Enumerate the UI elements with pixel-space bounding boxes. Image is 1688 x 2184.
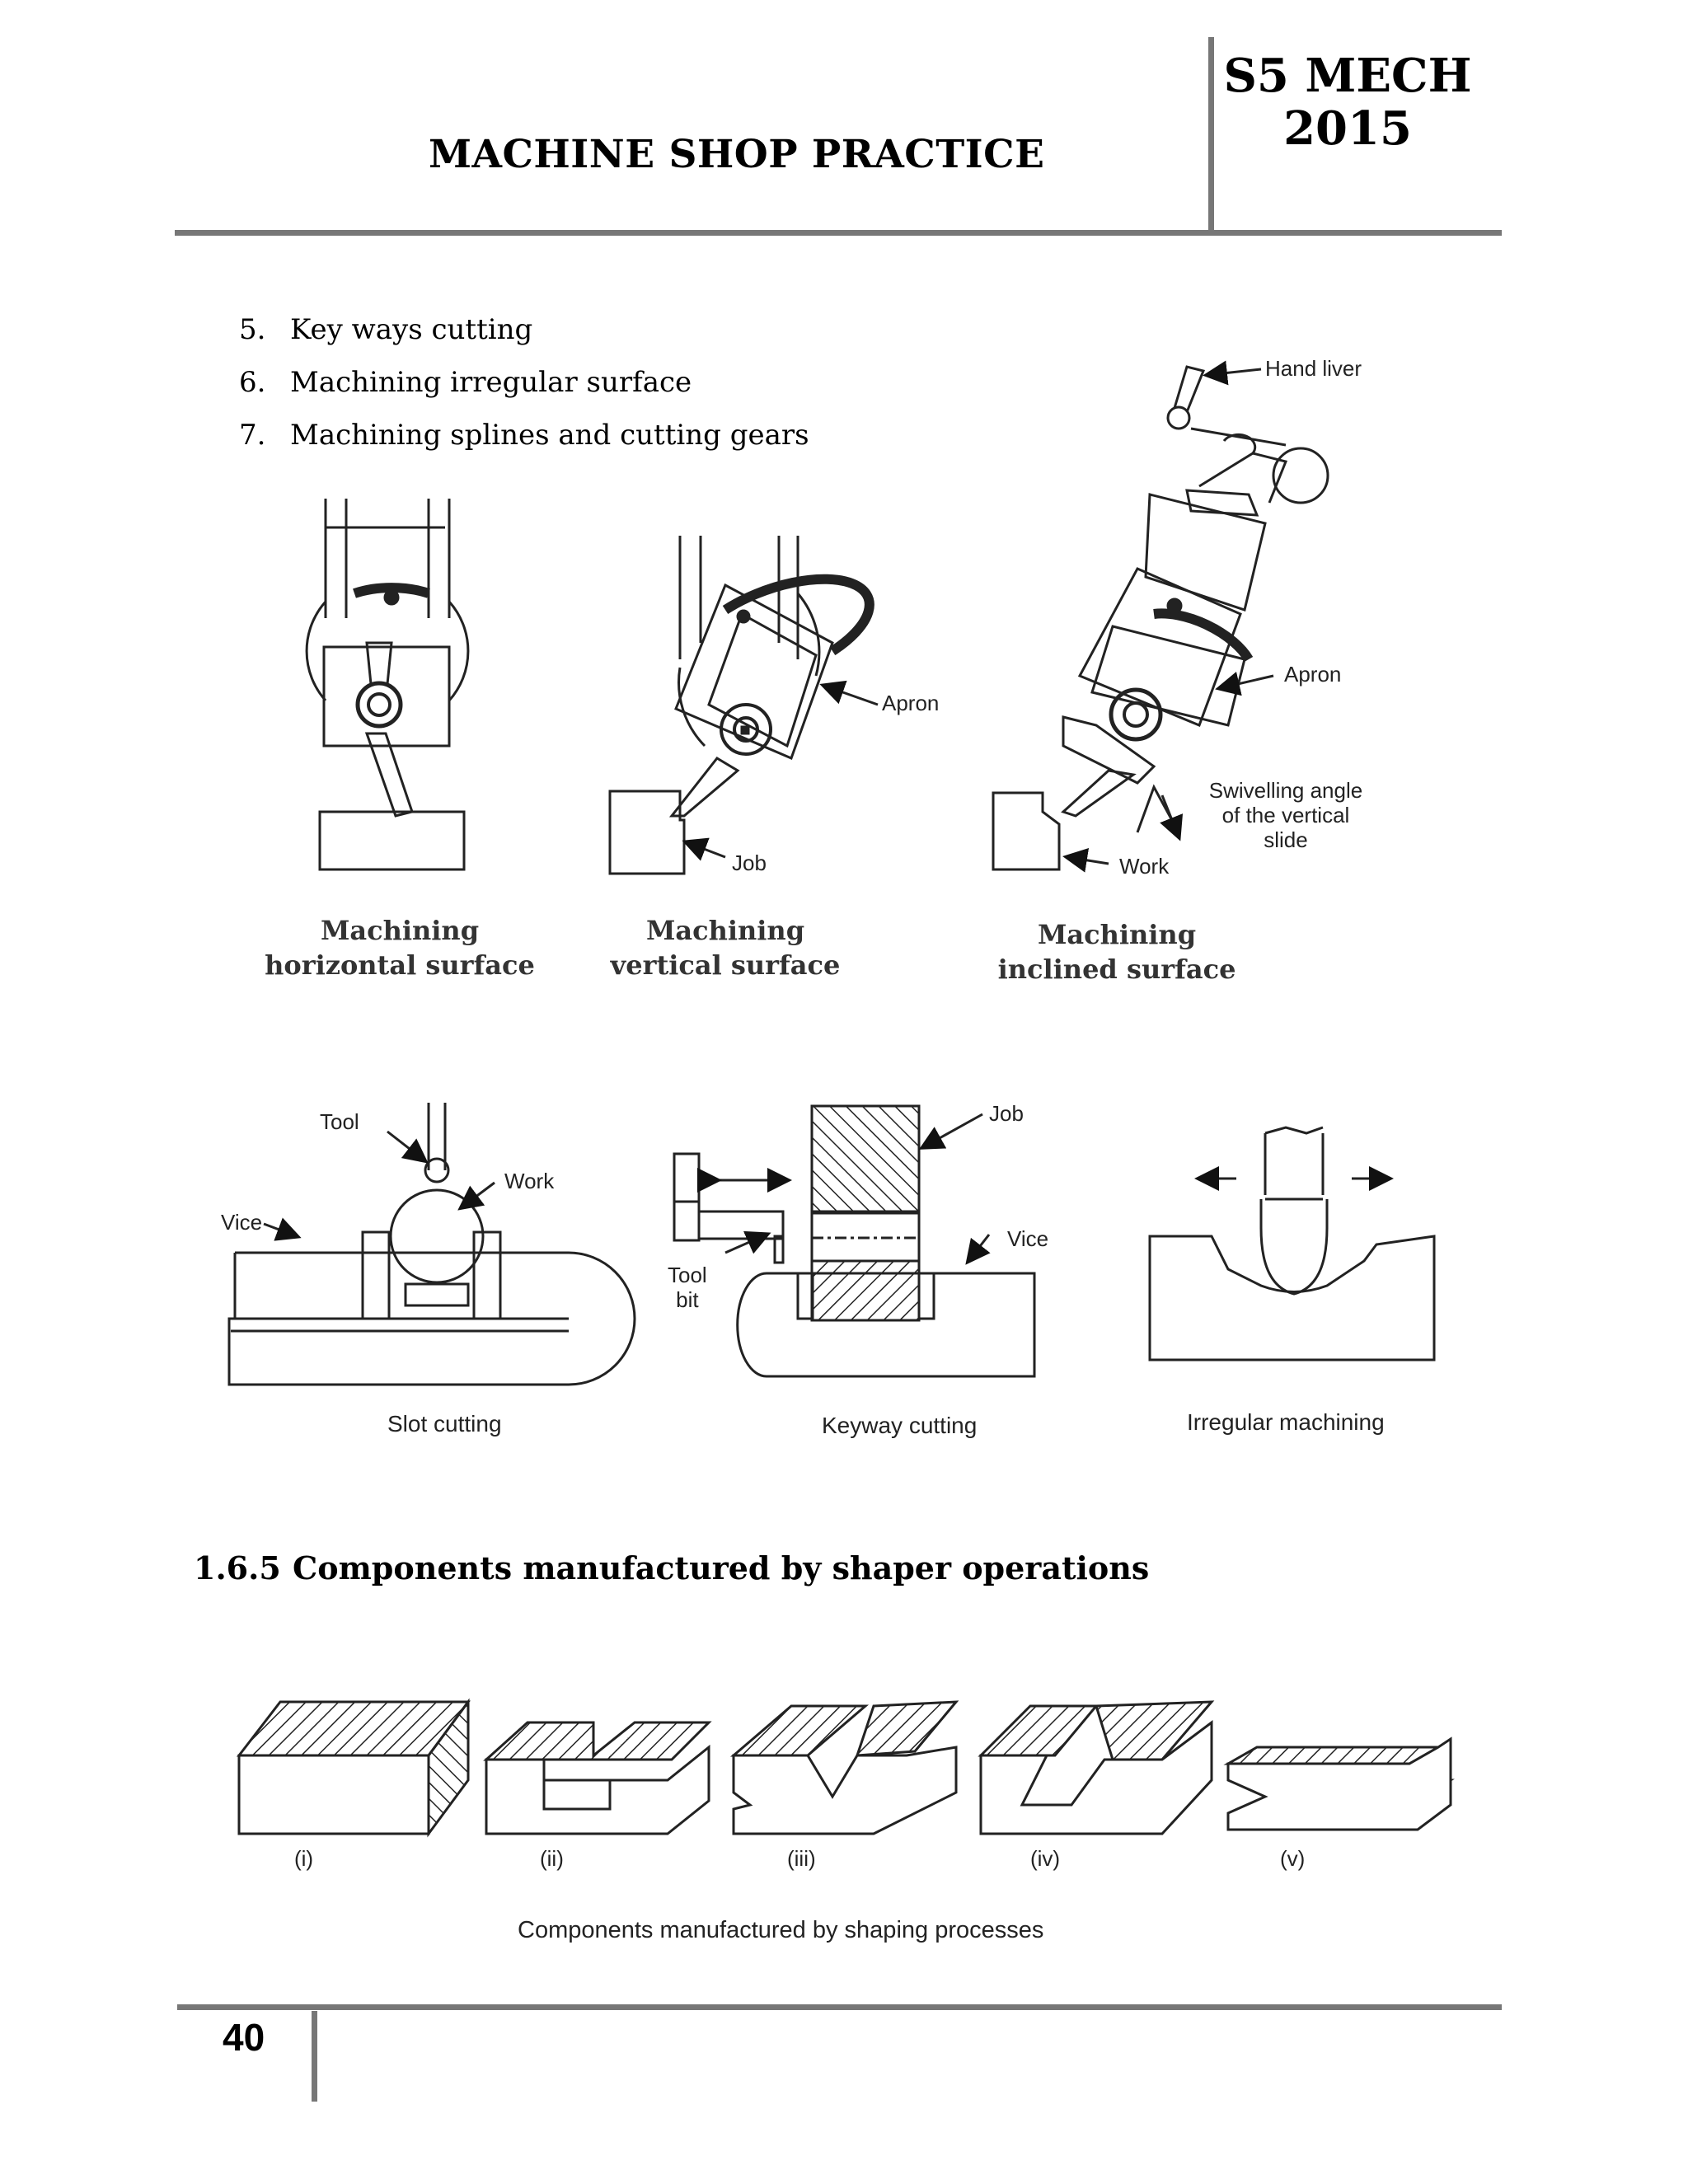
course-code: S5 MECH 2015 [1212,49,1484,155]
numeral-iv: (iv) [1030,1846,1061,1871]
label-swivelling-angle: Swivelling angle of the vertical slide [1208,778,1363,852]
label-vice-1: Vice [221,1210,263,1235]
section-heading: 1.6.5 Components manufactured by shaper o… [194,1549,1149,1586]
label-work-mid: Work [504,1169,555,1193]
course-code-line2: 2015 [1283,101,1412,156]
numeral-ii: (ii) [540,1846,564,1871]
document-title: MACHINE SHOP PRACTICE [429,132,1045,177]
section-title: Components manufactured by shaper operat… [293,1549,1150,1586]
caption-keyway-cutting: Keyway cutting [822,1413,978,1438]
vertical-surface-figure [608,536,874,875]
course-code-line1: S5 MECH [1223,49,1472,103]
label-work-top: Work [1119,854,1170,879]
list-item: 7.Machining splines and cutting gears [239,419,809,452]
horizontal-surface-figure [305,499,470,871]
header-rule [175,230,1502,236]
slot-cutting-figure [227,1103,636,1386]
label-apron-2: Apron [1284,662,1342,687]
caption-horizontal: Machining horizontal surface [265,915,535,981]
label-job-top: Job [732,851,767,875]
irregular-machining-figure [1148,1126,1436,1361]
caption-irregular-machining: Irregular machining [1187,1409,1385,1435]
caption-components: Components manufactured by shaping proce… [518,1917,1044,1943]
label-hand-liver: Hand liver [1265,356,1362,381]
numeral-i: (i) [294,1846,314,1871]
footer-vertical-divider [312,2011,317,2102]
numeral-v: (v) [1280,1846,1306,1871]
shaped-components-figure [236,1698,1455,1838]
section-number: 1.6.5 [194,1549,281,1586]
header-vertical-divider [1208,37,1214,233]
page-number: 40 [223,2016,265,2059]
list-item: 6.Machining irregular surface [239,366,692,399]
caption-inclined: Machining inclined surface [997,919,1236,985]
footer-rule [177,2004,1502,2010]
label-job-mid: Job [989,1101,1024,1126]
label-tool-bit: Tool bit [668,1263,707,1312]
caption-slot-cutting: Slot cutting [387,1411,502,1436]
label-vice-2: Vice [1007,1226,1049,1251]
list-item: 5.Key ways cutting [239,313,533,346]
caption-vertical: Machining vertical surface [610,915,841,981]
label-tool: Tool [320,1109,359,1134]
numeral-iii: (iii) [787,1846,816,1871]
operations-list: 5.Key ways cutting 6.Machining irregular… [239,303,809,462]
label-apron-1: Apron [882,691,940,715]
inclined-surface-figure [992,365,1329,871]
keyway-cutting-figure [673,1104,1036,1378]
